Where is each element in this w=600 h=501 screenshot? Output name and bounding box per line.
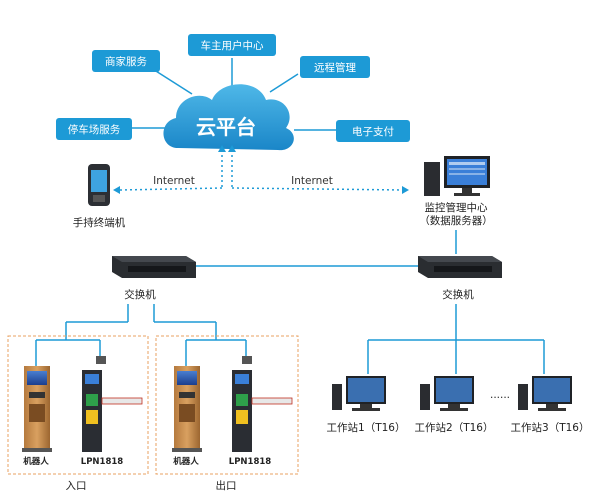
internet-links	[119, 150, 405, 191]
service-e-payment-label: 电子支付	[352, 125, 394, 138]
switch-right-label: 交换机	[442, 288, 474, 301]
switch-left-icon	[112, 256, 196, 278]
service-merchant: 商家服务	[92, 50, 160, 72]
wired-links	[35, 230, 545, 374]
service-owner-center-label: 车主用户中心	[201, 39, 264, 52]
workstation-3-icon	[518, 376, 572, 411]
cloud-label: 云平台	[196, 115, 256, 139]
workstation-3-label: 工作站3（T16）	[511, 421, 590, 434]
robot-kiosk-entry-icon	[22, 366, 52, 452]
service-merchant-label: 商家服务	[105, 55, 147, 68]
switch-right-icon	[418, 256, 502, 278]
handheld-label: 手持终端机	[73, 216, 126, 229]
switch-left-label: 交换机	[124, 288, 156, 301]
workstation-2-icon	[420, 376, 474, 411]
exit-area-label: 出口	[216, 479, 237, 492]
robot-kiosk-exit-icon	[172, 366, 202, 452]
internet-label-right: Internet	[291, 175, 333, 187]
lpn-entry-icon	[82, 356, 143, 452]
service-remote-mgmt-label: 远程管理	[314, 61, 356, 74]
service-owner-center: 车主用户中心	[188, 34, 276, 56]
entry-area-box	[7, 335, 149, 475]
robot-exit-label: 机器人	[173, 456, 199, 467]
service-parking: 停车场服务	[56, 118, 132, 140]
cloud-platform: 云平台	[163, 84, 294, 151]
service-parking-label: 停车场服务	[68, 123, 121, 136]
lpn-exit-label: LPN1818	[229, 457, 272, 467]
internet-label-left: Internet	[153, 175, 195, 187]
workstation-1-icon	[332, 376, 386, 411]
service-e-payment: 电子支付	[336, 120, 410, 142]
robot-entry-label: 机器人	[23, 456, 49, 467]
workstation-1-label: 工作站1（T16）	[327, 421, 406, 434]
monitoring-center-icon	[424, 156, 490, 196]
entry-area-label: 入口	[66, 480, 87, 492]
monitor-center-label-2: （数据服务器）	[419, 214, 493, 227]
handheld-terminal-icon	[88, 164, 110, 206]
arrowheads	[113, 145, 409, 194]
workstation-2-label: 工作站2（T16）	[415, 421, 494, 434]
lpn-exit-icon	[232, 356, 293, 452]
service-remote-mgmt: 远程管理	[300, 56, 370, 78]
exit-area-box	[155, 335, 299, 475]
more-workstations-dots: ......	[490, 389, 510, 401]
lpn-entry-label: LPN1818	[81, 457, 124, 467]
monitor-center-label-1: 监控管理中心	[425, 201, 488, 214]
